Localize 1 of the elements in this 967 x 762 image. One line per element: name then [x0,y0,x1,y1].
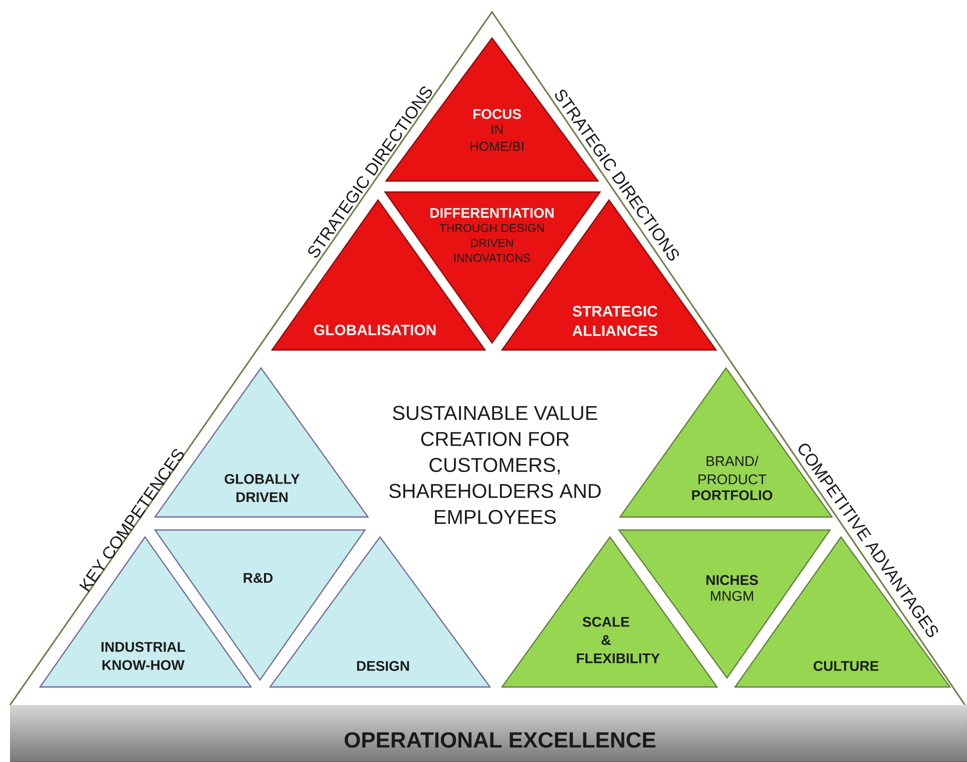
base-bar: OPERATIONAL EXCELLENCE [10,704,967,762]
